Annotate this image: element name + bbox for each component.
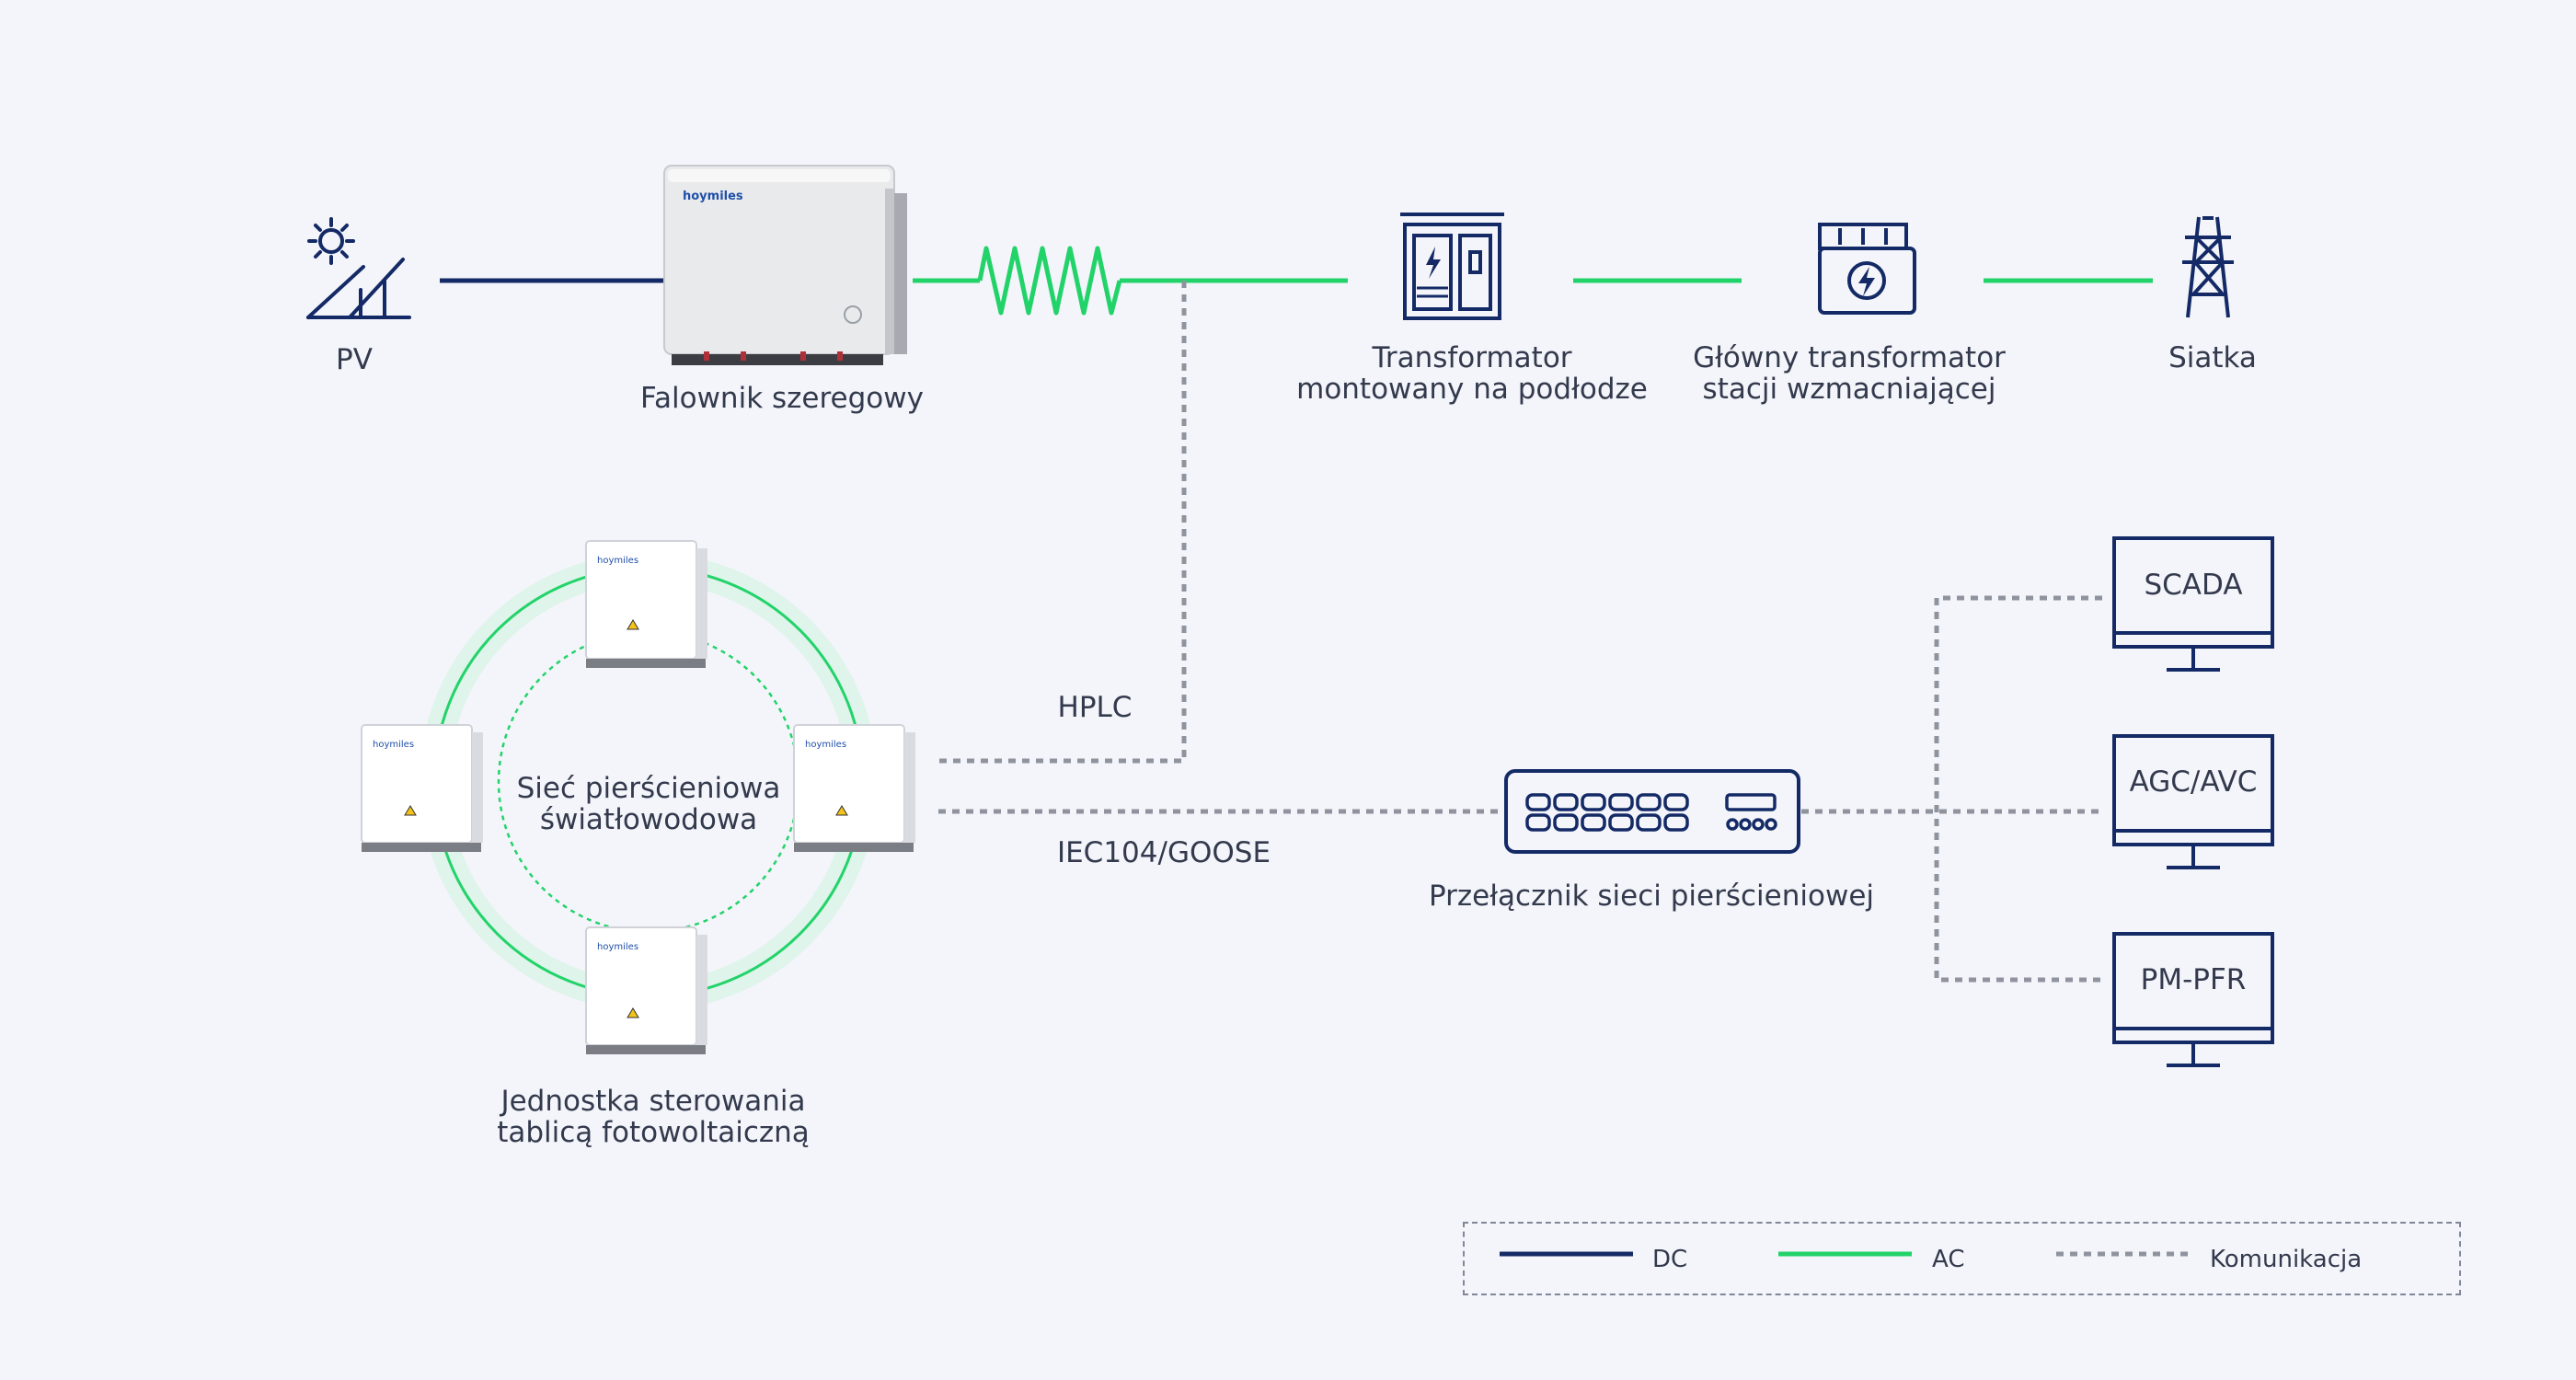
control-unit-left: hoymiles [361, 724, 483, 852]
monitor-label-pm-pfr: PM-PFR [2140, 963, 2247, 996]
switch-label: Przełącznik sieci pierścieniowej [1428, 880, 1875, 913]
legend-dc-label: DC [1652, 1246, 1688, 1273]
pad-transformer-icon [1400, 213, 1504, 320]
transmission-tower-icon [2182, 216, 2234, 318]
inverter-brand-logo: hoymiles [683, 190, 743, 203]
hplc-comm-line [938, 281, 1187, 764]
grid-label: Siatka [2168, 341, 2257, 374]
legend-box: DC AC Komunikacja [1463, 1222, 2461, 1295]
ac-filter-coil [977, 246, 1122, 316]
legend-comm-label: Komunikacja [2210, 1246, 2363, 1273]
legend-ac-label: AC [1932, 1246, 1965, 1273]
main-transformer-label: Główny transformator stacji wzmacniające… [1693, 341, 2006, 406]
svg-text:hoymiles: hoymiles [597, 942, 638, 952]
monitor-icon [2112, 536, 2274, 672]
string-inverter-image: hoymiles [663, 165, 907, 365]
svg-text:hoymiles: hoymiles [805, 740, 846, 750]
monitor-icon [2112, 932, 2274, 1067]
inverter-label: Falownik szeregowy [640, 382, 924, 415]
control-unit-label: Jednostka sterowania tablicą fotowoltaic… [497, 1085, 810, 1149]
control-unit-bottom: hoymiles [585, 926, 707, 1054]
network-switch-icon [1504, 769, 1800, 854]
control-unit-top: hoymiles [585, 540, 707, 668]
monitor-label-scada: SCADA [2144, 569, 2243, 602]
monitor-icon [2112, 734, 2274, 869]
iec104-label: IEC104/GOOSE [1056, 836, 1271, 869]
pv-label: PV [336, 343, 373, 376]
hplc-label: HPLC [1057, 691, 1133, 724]
svg-text:hoymiles: hoymiles [597, 556, 638, 566]
substation-transformer-icon [1818, 223, 1916, 315]
monitor-label-agc-avc: AGC/AVC [2129, 765, 2258, 799]
svg-text:hoymiles: hoymiles [373, 740, 414, 750]
monitor-branch-lines [1934, 595, 2102, 983]
fiber-ring-label: Sieć pierścieniowa światłowodowa [516, 772, 781, 836]
solar-panel-icon [306, 217, 411, 319]
pad-transformer-label: Transformator montowany na podłodze [1296, 341, 1648, 406]
control-unit-right: hoymiles [793, 724, 915, 852]
